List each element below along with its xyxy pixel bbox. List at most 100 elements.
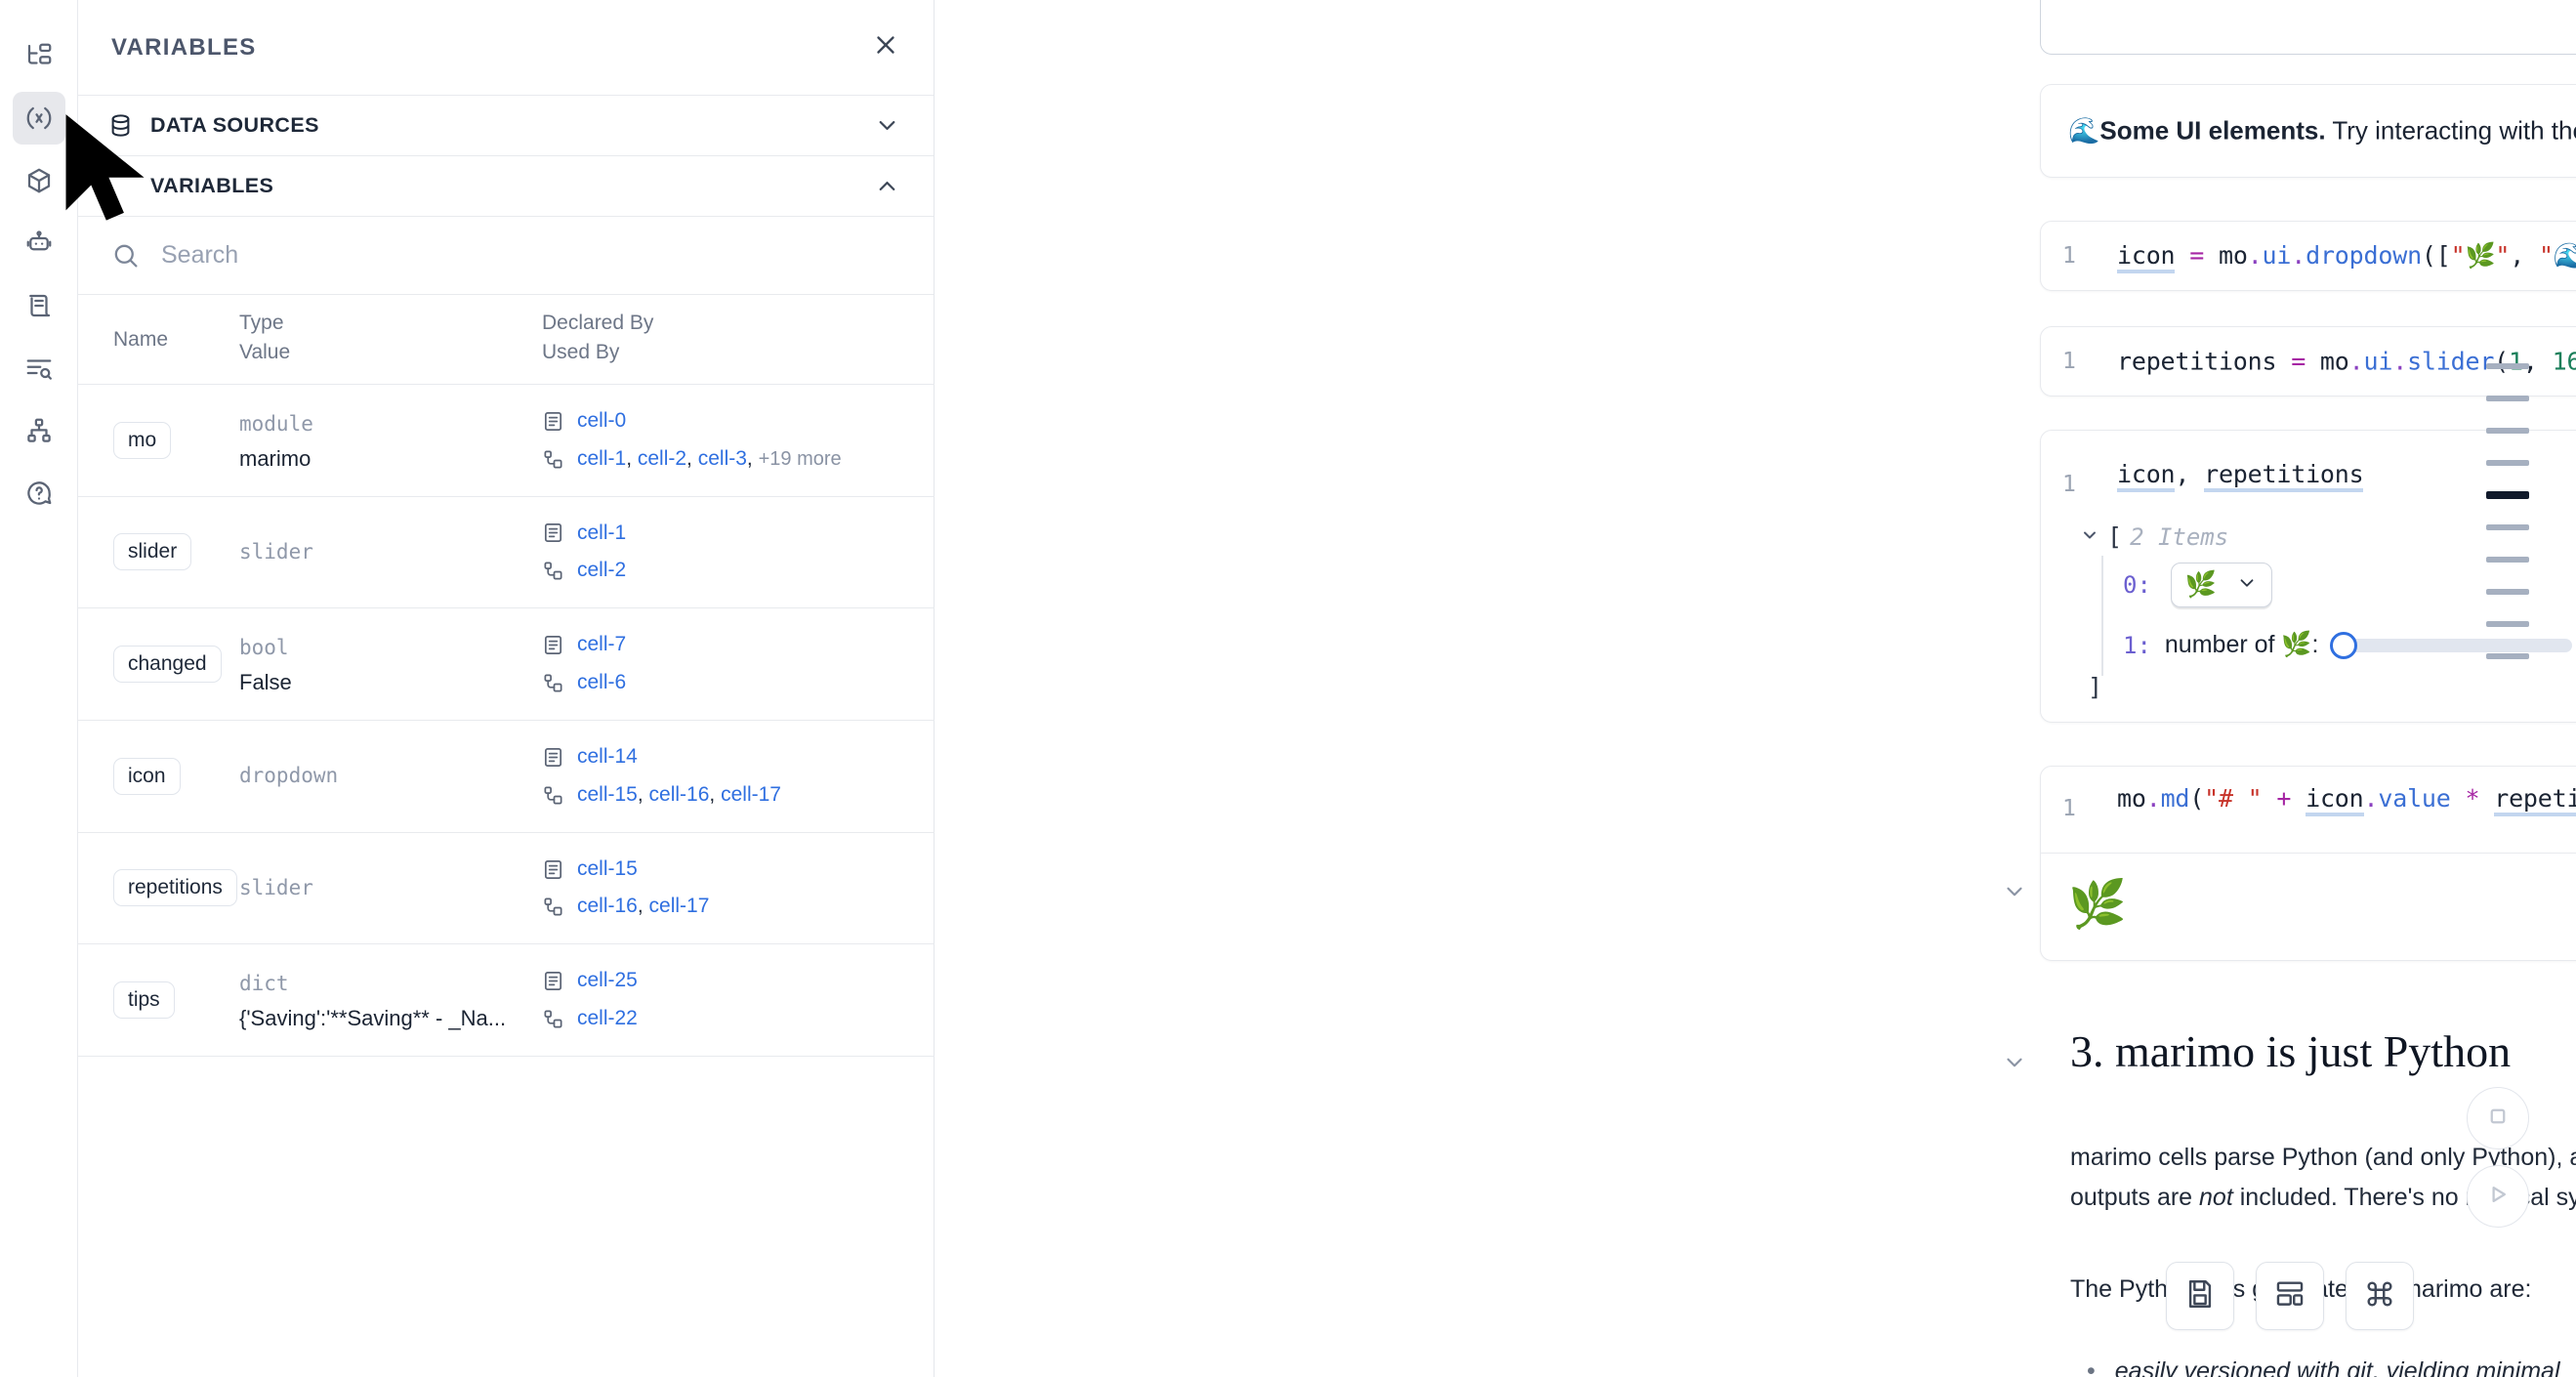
used-by-more-label[interactable]: +19 more (758, 447, 842, 470)
minimap-bar[interactable] (2486, 557, 2529, 563)
md-heading-output: 🌿 (2068, 877, 2127, 932)
variable-refs-cell: cell-7 cell-6 (542, 607, 935, 721)
bullet-text: easily versioned with git, yielding mini… (2114, 1357, 2560, 1377)
used-by-link[interactable]: cell-2 (637, 446, 687, 470)
variable-value: False (239, 669, 292, 694)
declared-by-link[interactable]: cell-15 (577, 856, 638, 880)
collapse-md-cell-button[interactable] (2002, 879, 2027, 904)
variable-name-cell: repetitions (78, 832, 239, 945)
sidebar-item-logs[interactable] (13, 279, 65, 332)
sidebar-item-packages[interactable] (13, 154, 65, 207)
slider-definition-cell[interactable]: 1 repetitions = mo.ui.slider(1, 16, labe… (2040, 326, 2576, 396)
declared-by-link[interactable]: cell-7 (577, 633, 627, 656)
variable-name-chip[interactable]: changed (113, 646, 222, 684)
variables-table-head: Name Type Value Declared By Used By (78, 295, 935, 385)
stop-square-icon (2483, 1102, 2513, 1136)
used-by-link[interactable]: cell-15 (577, 782, 638, 806)
col-header-value: Value (239, 341, 291, 364)
used-by-link[interactable]: cell-3 (697, 446, 747, 470)
minimap-bar-current[interactable] (2486, 491, 2529, 499)
col-header-declared-used: Declared By Used By (542, 295, 935, 385)
minimap-bar[interactable] (2486, 653, 2529, 659)
repetitions-slider[interactable] (2329, 631, 2572, 659)
minimap-bar[interactable] (2486, 460, 2529, 466)
sidebar-item-outline[interactable] (13, 342, 65, 395)
minimap-bar[interactable] (2486, 524, 2529, 530)
declared-by-link[interactable]: cell-0 (577, 408, 627, 432)
cell-line-number: 1 (2062, 243, 2076, 269)
section-data-sources[interactable]: DATA SOURCES (78, 96, 934, 156)
declared-by-link[interactable]: cell-25 (577, 969, 638, 992)
used-by-link[interactable]: cell-6 (577, 671, 627, 694)
sidebar-item-chat-assistant[interactable] (13, 217, 65, 270)
variable-name-chip[interactable]: repetitions (113, 869, 237, 907)
declared-by-link[interactable]: cell-1 (577, 521, 627, 544)
output-row-0: 0: 🌿 (2123, 563, 2576, 607)
table-row[interactable]: tips dict {'Saving':'**Saving** - _Na... ce… (78, 943, 935, 1057)
sidebar-item-help[interactable] (13, 467, 65, 520)
layout-button[interactable] (2256, 1262, 2324, 1330)
display-cell[interactable]: 1 icon, repetitions [ 2 Items 0: (2040, 430, 2576, 723)
close-panel-button[interactable] (871, 30, 900, 64)
cell-line-number: 1 (2062, 796, 2076, 821)
collapse-section-button[interactable] (2002, 1050, 2027, 1075)
minimap-bar[interactable] (2486, 428, 2529, 434)
markdown-output-cell[interactable]: 🌊Some UI elements. Try interacting with … (2040, 84, 2576, 178)
used-by-link[interactable]: cell-17 (721, 782, 781, 806)
minimap-bar[interactable] (2486, 589, 2529, 595)
sidebar-item-dependency-graph[interactable] (13, 404, 65, 457)
search-input[interactable] (161, 241, 900, 270)
used-by-link[interactable]: cell-2 (577, 559, 627, 582)
used-by-link[interactable]: cell-22 (577, 1007, 638, 1030)
sidebar-icon-rail (0, 0, 78, 1377)
variable-type-value-cell: slider (239, 496, 542, 609)
variable-name-chip[interactable]: slider (113, 533, 192, 571)
used-by-link[interactable]: cell-16 (648, 782, 710, 806)
variable-type: dict (239, 972, 289, 996)
variable-type: dropdown (239, 764, 339, 788)
output-row-1: 1: number of 🌿: (2123, 631, 2576, 659)
declared-by-link[interactable]: cell-14 (577, 744, 638, 768)
icon-dropdown[interactable]: 🌿 (2170, 563, 2273, 607)
minimap-bar[interactable] (2486, 621, 2529, 627)
output-items-header[interactable]: [ 2 Items (2080, 522, 2576, 551)
variable-name-cell: changed (78, 607, 239, 721)
sidebar-item-variables[interactable] (12, 92, 65, 145)
minimap-bar[interactable] (2486, 396, 2529, 401)
stop-button[interactable] (2467, 1087, 2529, 1149)
minimap-bar[interactable] (2486, 363, 2529, 369)
notebook-minimap[interactable] (2471, 0, 2529, 1377)
slider-thumb[interactable] (2329, 631, 2357, 659)
chevron-down-icon (874, 112, 900, 139)
keyboard-shortcuts-button[interactable] (2346, 1262, 2414, 1330)
variable-name-chip[interactable]: tips (113, 981, 175, 1020)
index-1-label: 1: (2123, 631, 2151, 659)
section-variables[interactable]: VARIABLES (78, 156, 934, 217)
save-button[interactable] (2166, 1262, 2234, 1330)
markdown-edit-cell[interactable]: 1 """🌊 Some UI elements.""" Try interact… (2040, 0, 2576, 55)
cell-code-text: mo.md("# " + icon.value * repetitions.va… (2117, 784, 2576, 816)
output-indent-rule (2101, 556, 2103, 676)
section-bullet-0: • easily versioned with git, yielding mi… (2087, 1357, 2576, 1377)
sidebar-item-file-explorer[interactable] (13, 29, 65, 82)
md-render-cell[interactable]: 1 mo.md("# " + icon.value * repetitions.… (2040, 766, 2576, 961)
variable-value: {'Saving':'**Saving** - _Na... (239, 1006, 507, 1031)
variables-panel-header: VARIABLES (78, 0, 934, 96)
chat-assistant-icon (24, 229, 54, 258)
dropdown-selected-value: 🌿 (2184, 570, 2218, 600)
used-by-link[interactable]: cell-16 (577, 895, 638, 918)
table-row[interactable]: slider slider cell-1 cell-2 (78, 496, 935, 609)
used-by-link[interactable]: cell-1 (577, 446, 627, 470)
run-button[interactable] (2467, 1165, 2529, 1228)
variable-name-chip[interactable]: icon (113, 757, 181, 795)
variable-name-chip[interactable]: mo (113, 421, 172, 459)
dropdown-definition-cell[interactable]: 1 icon = mo.ui.dropdown(["🌿", "🌊", "✨"],… (2040, 221, 2576, 291)
variable-name-cell: mo (78, 384, 239, 497)
used-by-row: cell-6 (542, 664, 935, 702)
used-by-link[interactable]: cell-17 (648, 895, 710, 918)
